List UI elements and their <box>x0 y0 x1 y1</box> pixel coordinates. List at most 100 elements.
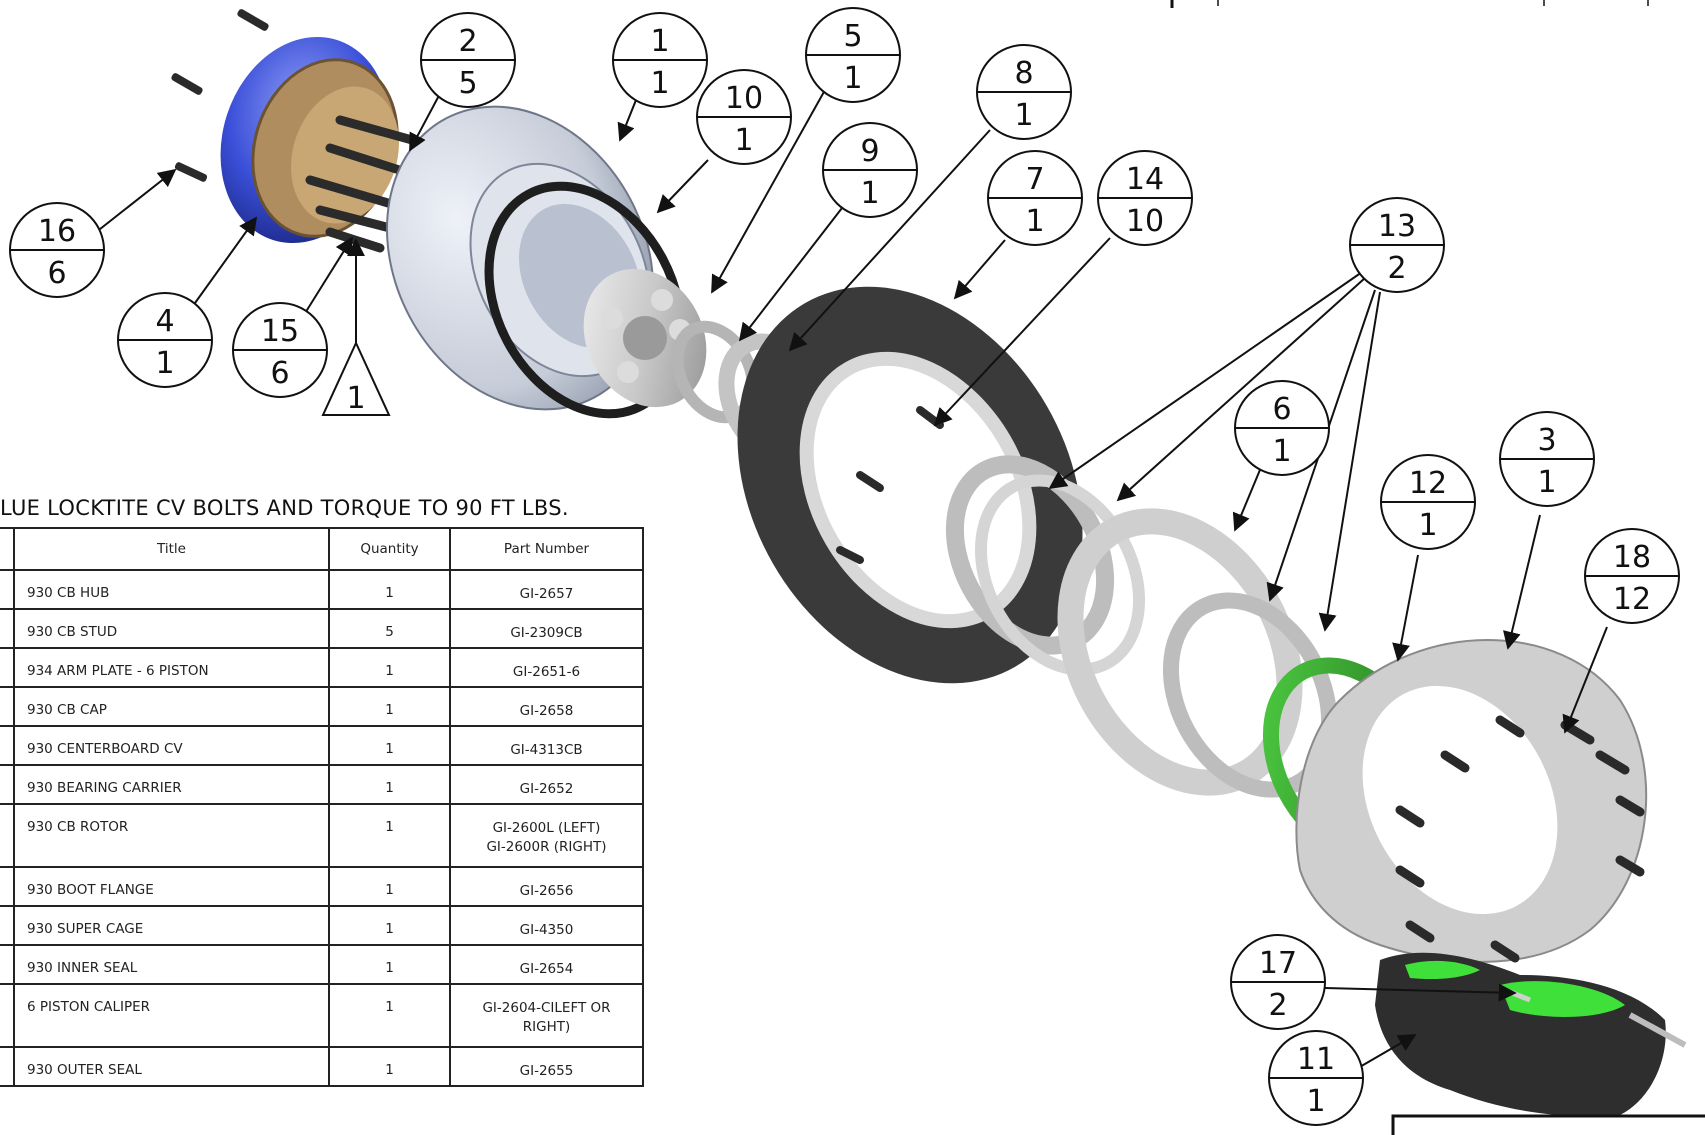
balloon-item-number: 15 <box>261 314 299 349</box>
bom-qty-cell: 1 <box>328 866 451 907</box>
balloon-item-17: 172 <box>1230 934 1326 1030</box>
bom-item-cell <box>0 1046 15 1087</box>
bom-part-number-cell: GI-2600L (LEFT) GI-2600R (RIGHT) <box>449 803 644 868</box>
balloon-item-8: 81 <box>976 44 1072 140</box>
bom-item-cell <box>0 866 15 907</box>
bom-qty-cell: 1 <box>328 983 451 1048</box>
bom-title-cell: 930 CB HUB <box>13 569 330 610</box>
bom-title-cell: 930 OUTER SEAL <box>13 1046 330 1087</box>
balloon-item-7: 71 <box>987 150 1083 246</box>
bom-item-cell <box>0 764 15 805</box>
balloon-item-10: 101 <box>696 69 792 165</box>
balloon-item-11: 111 <box>1268 1030 1364 1126</box>
balloon-quantity: 2 <box>1387 251 1406 286</box>
balloon-item-number: 2 <box>458 24 477 59</box>
balloon-item-number: 5 <box>843 19 862 54</box>
balloon-item-16: 166 <box>9 202 105 298</box>
balloon-quantity: 1 <box>1025 204 1044 239</box>
bom-header-quantity: Quantity <box>328 527 451 571</box>
bom-qty-cell: 1 <box>328 764 451 805</box>
bom-part-number: GI-2656 <box>519 883 574 899</box>
cap-bolts <box>171 9 269 182</box>
bom-title-cell: 930 CB ROTOR <box>13 803 330 868</box>
balloon-quantity: 12 <box>1613 582 1651 617</box>
bom-item-cell <box>0 686 15 727</box>
studs <box>305 115 435 253</box>
balloon-item-number: 17 <box>1259 946 1297 981</box>
bom-part-number-cell: GI-2658 <box>449 686 644 727</box>
balloon-item-3: 31 <box>1499 411 1595 507</box>
bom-qty-cell: 1 <box>328 725 451 766</box>
bom-part-number-cell: GI-2656 <box>449 866 644 907</box>
bom-qty-cell: 1 <box>328 803 451 868</box>
bom-header-row: Title Quantity Part Number <box>0 527 644 571</box>
bom-part-number: GI-2309CB <box>510 625 583 641</box>
bom-part-number-cell: GI-2309CB <box>449 608 644 649</box>
bom-part-number-cell: GI-2652 <box>449 764 644 805</box>
balloon-quantity: 1 <box>155 346 174 381</box>
assembly-note: LUE LOCKTITE CV BOLTS AND TORQUE TO 90 F… <box>0 496 569 520</box>
balloon-quantity: 1 <box>1014 98 1033 133</box>
bom-part-number-cell: GI-2654 <box>449 944 644 985</box>
title-block-border <box>1170 0 1649 8</box>
bom-title-cell: 930 CB STUD <box>13 608 330 649</box>
bom-title-cell: 930 CB CAP <box>13 686 330 727</box>
bom-item-cell <box>0 647 15 688</box>
bom-part-number-cell: GI-2657 <box>449 569 644 610</box>
balloon-item-1: 11 <box>612 12 708 108</box>
balloon-quantity: 1 <box>1272 434 1291 469</box>
balloon-item-6: 61 <box>1234 380 1330 476</box>
balloon-item-number: 13 <box>1378 209 1416 244</box>
bom-part-number: GI-2655 <box>519 1063 574 1079</box>
balloon-quantity: 1 <box>1306 1084 1325 1119</box>
balloon-item-13: 132 <box>1349 197 1445 293</box>
bom-part-number: GI-4350 <box>519 922 574 938</box>
bom-part-number-cell: GI-4350 <box>449 905 644 946</box>
bom-title-cell: 930 SUPER CAGE <box>13 905 330 946</box>
balloon-quantity: 1 <box>860 176 879 211</box>
balloon-quantity: 1 <box>1537 465 1556 500</box>
bom-item-cell <box>0 608 15 649</box>
balloon-item-9: 91 <box>822 122 918 218</box>
bom-header-item <box>0 527 15 571</box>
bom-part-number: GI-2600R (RIGHT) <box>486 839 607 855</box>
bom-part-number: GI-2658 <box>519 703 574 719</box>
bom-title-cell: 6 PISTON CALIPER <box>13 983 330 1048</box>
balloon-item-5: 51 <box>805 7 901 103</box>
balloon-item-number: 7 <box>1025 162 1044 197</box>
bom-title-cell: 930 CENTERBOARD CV <box>13 725 330 766</box>
bom-item-cell <box>0 803 15 868</box>
inner-seal-part <box>974 474 1146 676</box>
bom-part-number: GI-2600L (LEFT) <box>492 820 601 836</box>
balloon-quantity: 2 <box>1268 988 1287 1023</box>
balloon-quantity: 1 <box>1418 508 1437 543</box>
balloon-item-number: 3 <box>1537 423 1556 458</box>
balloon-quantity: 6 <box>47 256 66 291</box>
rotor-part <box>737 286 1083 684</box>
balloon-item-15: 156 <box>232 302 328 398</box>
bom-qty-cell: 5 <box>328 608 451 649</box>
bom-item-cell <box>0 569 15 610</box>
outer-seal-part <box>484 181 686 419</box>
bom-part-number: GI-2604-CILEFT OR <box>482 1000 611 1016</box>
balloon-item-number: 12 <box>1409 466 1447 501</box>
balloon-quantity: 1 <box>734 123 753 158</box>
arm-plate-part <box>1295 639 1648 963</box>
bom-qty-cell: 1 <box>328 569 451 610</box>
bom-part-number-cell: GI-2655 <box>449 1046 644 1087</box>
bom-title-cell: 930 BEARING CARRIER <box>13 764 330 805</box>
bom-title-cell: 930 BOOT FLANGE <box>13 866 330 907</box>
